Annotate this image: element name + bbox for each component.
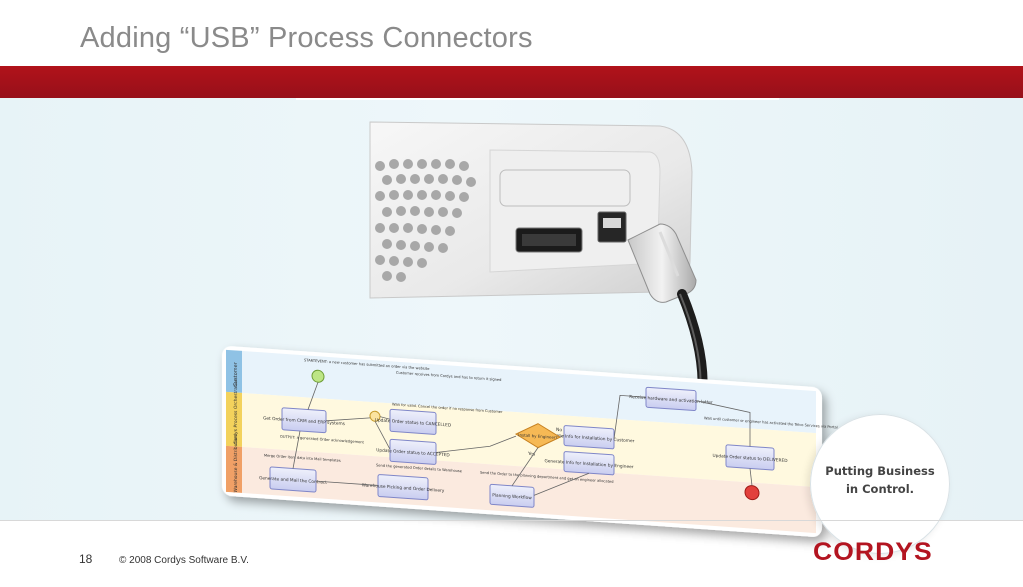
vent-holes <box>375 159 476 282</box>
task-update-cancelled <box>389 408 437 435</box>
flow-mail-warehouse <box>316 480 378 486</box>
process-diagram-card: Customer Cordys Process Orchestration Wa… <box>222 346 838 537</box>
page-number: 18 <box>79 552 93 566</box>
gateway-yes-label: Yes <box>527 451 536 458</box>
usb-plug <box>627 223 697 303</box>
tagline-line-2: in Control. <box>845 482 915 496</box>
flow-start-get-order <box>307 382 319 410</box>
task-get-order-label: Get Order from CRM and ERP systems <box>263 415 346 427</box>
tagline-badge: Putting Business in Control. <box>810 414 950 554</box>
note-output: OUTPUT: a generated Order acknowledgemen… <box>280 435 365 445</box>
task-planning-label: Planning Workflow <box>492 492 532 501</box>
tagline-line-1: Putting Business <box>825 464 935 478</box>
gateway-label: Install by Engineer? <box>518 432 557 440</box>
flow-gateway-planning <box>511 447 539 487</box>
flow-get-order-event <box>325 417 371 422</box>
flow-get-order-mail <box>292 430 301 469</box>
footer-divider <box>0 520 1023 521</box>
task-get-order <box>281 407 327 434</box>
task-update-accepted <box>389 438 437 465</box>
flow-event-cancelled <box>379 416 391 420</box>
task-receive-hw-label: Receive hardware and activation letter <box>629 394 713 406</box>
flow-planning-engineer <box>533 472 590 496</box>
flow-gateway-customer <box>559 435 565 438</box>
task-update-cancelled-label: Update Order status to CANCELLED <box>375 417 452 428</box>
task-warehouse-label: Warehouse Picking and Order Delivery <box>362 482 445 494</box>
panel-top-highlight <box>296 98 779 100</box>
note-wait-valid: Wait for valid. Cancel the order if no r… <box>392 402 503 414</box>
note-send-order: Send the generated Order details to Ware… <box>376 463 463 473</box>
end-event <box>744 485 760 501</box>
task-update-accepted-label: Update Order status to ACCEPTED <box>376 447 450 458</box>
flow-receive-delivered <box>695 400 751 447</box>
copyright-text: © 2008 Cordys Software B.V. <box>119 555 249 566</box>
title-red-bar <box>0 66 1023 98</box>
lane-label-customer: Customer <box>233 361 239 387</box>
card-slot <box>499 169 631 207</box>
lane-label-orchestration: Cordys Process Orchestration <box>233 378 239 445</box>
slide-title: Adding “USB” Process Connectors <box>80 22 533 54</box>
task-update-delivered-label: Update Order status to DELIVERED <box>712 453 788 464</box>
lane-customer <box>240 350 816 434</box>
gateway-no-label: No <box>556 427 562 433</box>
note-customer-receives: Customer receives from Cordys and has to… <box>396 371 501 382</box>
flow-delivered-end <box>749 468 753 486</box>
lane-label-warehouse: Warehouse & Distribution <box>233 435 239 493</box>
task-generate-mail-label: Generate and Mail the Contract <box>259 475 327 486</box>
flow-event-accepted <box>374 421 391 450</box>
flow-customer-receive <box>613 394 646 440</box>
cordys-logo: CORDYS <box>813 538 933 566</box>
note-merge: Merge Order item data into Mail template… <box>264 453 341 462</box>
start-event <box>311 369 325 383</box>
flow-accepted-gateway <box>435 435 517 453</box>
